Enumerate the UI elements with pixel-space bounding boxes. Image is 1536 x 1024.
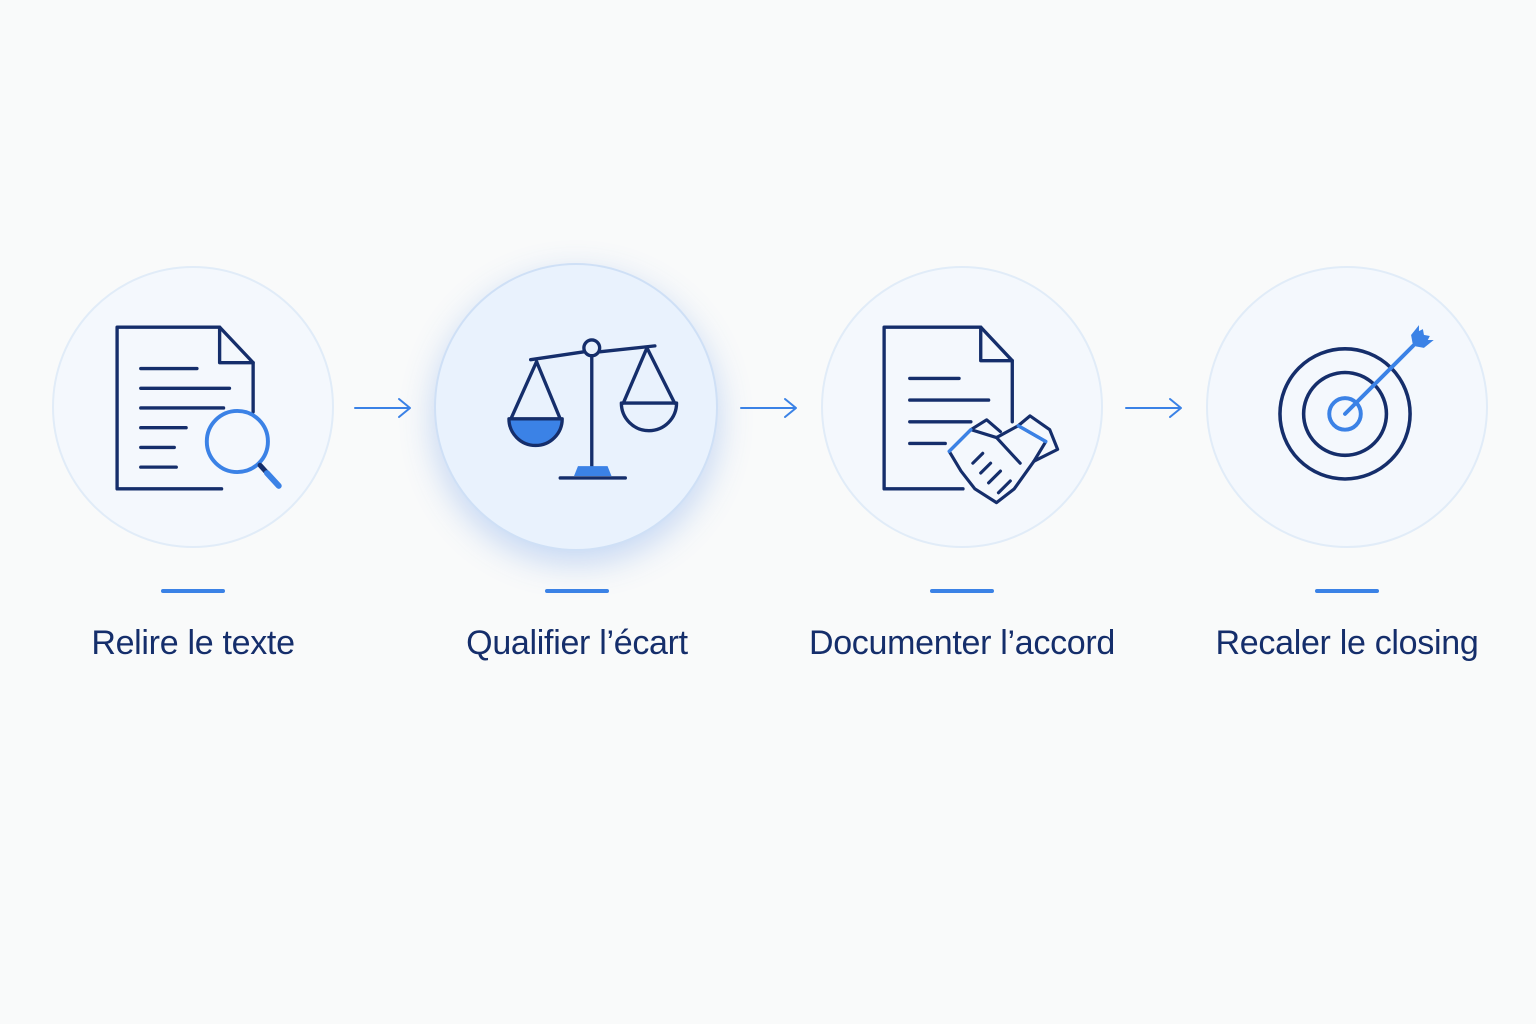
step-qualifier-l-ecart: Qualifier l’écart: [417, 0, 737, 1024]
arrow-icon: [1125, 398, 1182, 418]
target-arrow-icon: [1278, 325, 1434, 481]
arrow-icon: [354, 398, 411, 418]
step-recaler-le-closing: Recaler le closing: [1187, 0, 1507, 1024]
step-1-circle: [52, 266, 334, 548]
arrow-icon: [740, 398, 797, 418]
step-1-underline: [161, 589, 225, 593]
scale-balance-icon: [507, 338, 679, 480]
document-search-icon: [115, 325, 282, 491]
step-4-label: Recaler le closing: [1215, 624, 1479, 662]
step-2-circle: [434, 263, 718, 551]
step-4-underline: [1315, 589, 1379, 593]
step-relire-le-texte: Relire le texte: [33, 0, 353, 1024]
step-3-label: Documenter l’accord: [808, 624, 1116, 662]
step-3-circle: [821, 266, 1103, 548]
step-2-underline: [545, 589, 609, 593]
step-4-circle: [1206, 266, 1488, 548]
step-1-label: Relire le texte: [91, 624, 295, 662]
step-3-underline: [930, 589, 994, 593]
step-2-label: Qualifier l’écart: [466, 624, 688, 662]
document-handshake-icon: [882, 325, 1060, 505]
step-documenter-l-accord: Documenter l’accord: [802, 0, 1122, 1024]
